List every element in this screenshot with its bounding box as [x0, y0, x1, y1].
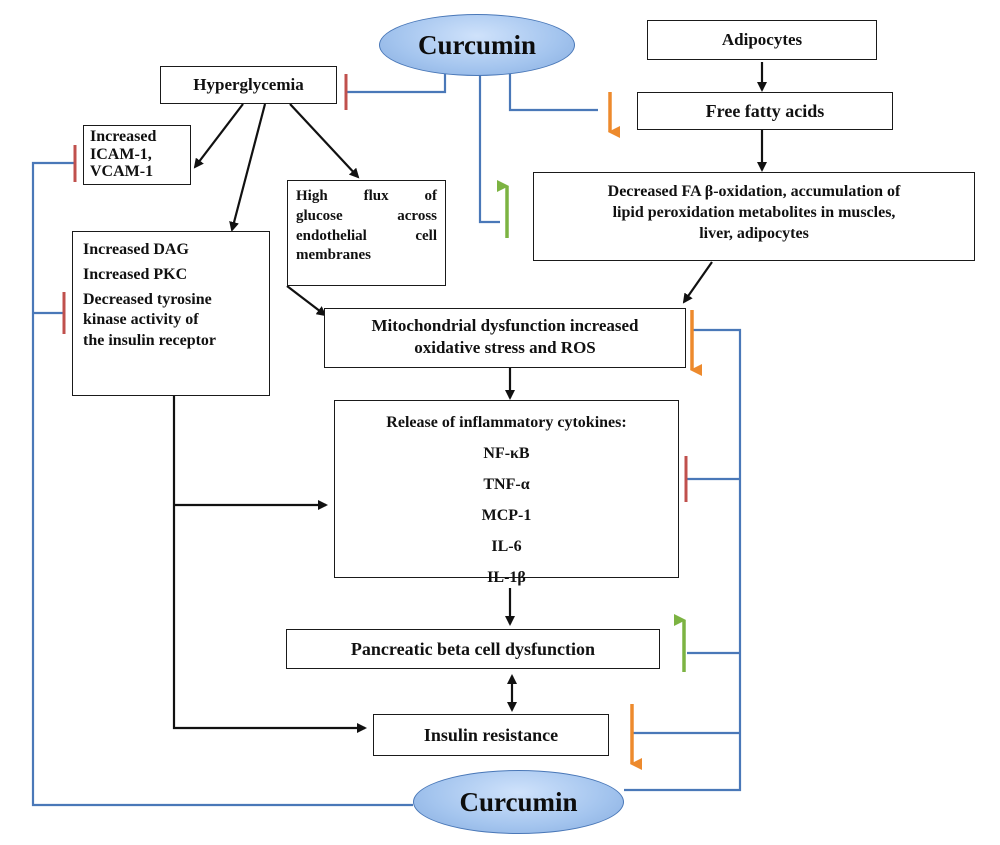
glucose-line-4: membranes — [296, 247, 371, 264]
arrow-hyperglycemia-to-icam — [193, 103, 244, 169]
icam-line-3: VCAM-1 — [90, 163, 154, 181]
curcumin-bottom-label: Curcumin — [459, 786, 578, 817]
fa-line-1: Decreased FA β-oxidation, accumulation o… — [607, 183, 901, 200]
curcumin-line-left-loop — [31, 161, 413, 807]
dag-line-5: the insulin receptor — [83, 332, 217, 350]
mito-line-1: Mitochondrial dysfunction increased — [371, 316, 639, 335]
arrow-glucose-flux-to-mito — [286, 285, 327, 317]
cytokines-node: Release of inflammatory cytokines: NF-κB… — [334, 400, 679, 586]
cytokine-il1b: IL-1β — [487, 569, 526, 586]
fa-line-2: lipid peroxidation metabolites in muscle… — [612, 203, 896, 221]
fa-oxidation-node: Decreased FA β-oxidation, accumulation o… — [533, 172, 975, 261]
hyperglycemia-node: Hyperglycemia — [160, 66, 337, 104]
icam-vcam-node: Increased ICAM-1, VCAM-1 — [83, 125, 191, 185]
glucose-line-2: glucose across — [296, 207, 437, 224]
dag-line-1: Increased DAG — [83, 241, 189, 258]
beta-cell-dysfunction-node: Pancreatic beta cell dysfunction — [286, 629, 660, 669]
arrow-hyperglycemia-to-dag — [229, 103, 267, 232]
free-fatty-acids-node: Free fatty acids — [637, 92, 893, 130]
icam-line-1: Increased — [90, 128, 157, 145]
cytokine-mcp1: MCP-1 — [481, 507, 532, 524]
dag-line-3: Decreased tyrosine — [83, 290, 212, 308]
adipocytes-label: Adipocytes — [721, 30, 803, 50]
cytokine-il6: IL-6 — [491, 538, 522, 555]
curcumin-bottom-node: Curcumin — [413, 770, 624, 834]
cytokines-title: Release of inflammatory cytokines: — [386, 414, 627, 431]
mitochondrial-dysfunction-node: Mitochondrial dysfunction increased oxid… — [324, 308, 686, 368]
cytokine-nfkb: NF-κB — [483, 445, 530, 462]
icam-line-2: ICAM-1, — [90, 145, 152, 163]
curcumin-top-node: Curcumin — [379, 14, 575, 76]
dag-line-2: Increased PKC — [83, 265, 188, 283]
adipocytes-node: Adipocytes — [647, 20, 877, 60]
arrow-fa-oxidation-to-mito — [682, 261, 713, 304]
mito-line-2: oxidative stress and ROS — [414, 338, 596, 358]
fa-line-3: liver, adipocytes — [699, 224, 809, 242]
beta-cell-label: Pancreatic beta cell dysfunction — [350, 638, 596, 659]
dag-pkc-node: Increased DAG Increased PKC Decreased ty… — [72, 231, 270, 396]
cytokine-tnfa: TNF-α — [483, 476, 530, 493]
curcumin-line-right-loop — [624, 328, 742, 792]
dag-line-4: kinase activity of — [83, 311, 199, 329]
glucose-flux-node: High flux of glucose across endothelial … — [287, 180, 446, 286]
glucose-line-1: High flux of — [296, 188, 437, 204]
line-dag-down — [172, 396, 367, 733]
arrow-hyperglycemia-to-glucose-flux — [289, 103, 360, 179]
curcumin-line-to-fa-oxidation — [478, 73, 500, 224]
curcumin-line-to-ffa — [508, 70, 598, 112]
free-fatty-acids-label: Free fatty acids — [705, 100, 825, 121]
hyperglycemia-label: Hyperglycemia — [193, 75, 304, 95]
insulin-resistance-label: Insulin resistance — [423, 724, 559, 745]
glucose-line-3: endothelial cell — [296, 227, 437, 244]
curcumin-top-label: Curcumin — [417, 29, 537, 60]
insulin-resistance-node: Insulin resistance — [373, 714, 609, 756]
